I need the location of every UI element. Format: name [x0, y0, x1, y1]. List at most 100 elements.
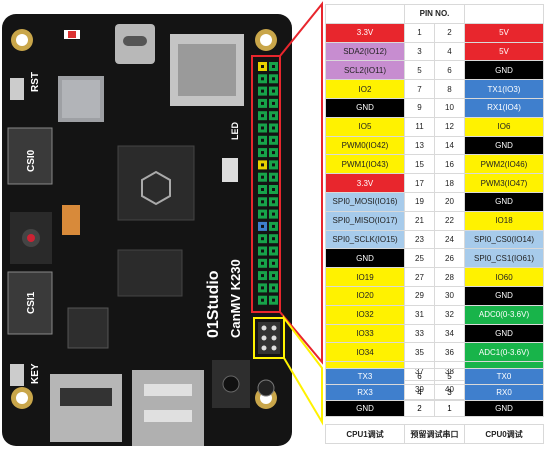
header-pin-hole — [261, 126, 264, 130]
pin-left-pin-number: 3 — [404, 41, 435, 62]
header-pin-hole — [272, 101, 275, 105]
label-rst: RST — [30, 72, 41, 92]
pin-right-pin-number: 6 — [434, 60, 465, 81]
pin-right-pin-number: 10 — [434, 97, 465, 118]
debug-right-function: TX0 — [464, 368, 544, 385]
pin-right-pin-number: 22 — [434, 210, 465, 231]
debug-left-pin-number: 6 — [404, 368, 435, 385]
pin-right-pin-number: 18 — [434, 173, 465, 193]
pin-right-pin-number: 28 — [434, 267, 465, 287]
pin-right-function: IO18 — [464, 210, 544, 231]
pin-right-pin-number: 20 — [434, 191, 465, 212]
header-pin-hole — [272, 224, 275, 228]
pin-left-function: SDA2(IO12) — [325, 41, 405, 62]
pin-left-pin-number: 35 — [404, 342, 435, 363]
header-pin-hole — [261, 89, 264, 93]
pin-right-function: PWM3(IO47) — [464, 173, 544, 193]
pin-left-function: IO2 — [325, 79, 405, 99]
debug-right-pin-number: 1 — [434, 400, 465, 417]
pin-left-pin-number: 23 — [404, 229, 435, 250]
debug-left-pin-number: 4 — [404, 384, 435, 401]
pin-left-function: SCL2(IO11) — [325, 60, 405, 81]
debug-left-function: RX3 — [325, 384, 405, 401]
header-pin-hole — [261, 274, 264, 278]
debug-left-function: TX3 — [325, 368, 405, 385]
header-pin-hole — [261, 175, 264, 179]
pin-right-pin-number: 2 — [434, 22, 465, 43]
reserved-serial-label: 预留调试串口 — [404, 424, 465, 444]
header-pin-hole — [272, 163, 275, 167]
label-key: KEY — [30, 363, 41, 384]
pin-right-function: SPI0_CS1(IO61) — [464, 248, 544, 269]
pin-right-function: ADC1(0-3.6V) — [464, 342, 544, 363]
pin-right-function: ADC0(0-3.6V) — [464, 304, 544, 325]
pin-left-pin-number: 17 — [404, 173, 435, 193]
pin-right-pin-number: 16 — [434, 154, 465, 175]
csi1-connector — [7, 271, 53, 335]
debug-right-pin-number: 5 — [434, 368, 465, 385]
header-pin-hole — [261, 101, 264, 105]
header-pin-hole — [261, 212, 264, 216]
header-pin-hole — [261, 77, 264, 81]
pin-left-function: IO32 — [325, 304, 405, 325]
hdmi-port — [50, 374, 122, 442]
header-pin-hole — [272, 274, 275, 278]
pin-right-pin-number: 36 — [434, 342, 465, 363]
header-pin-hole — [272, 89, 275, 93]
memory-chip — [117, 249, 183, 297]
header-pin-hole — [261, 65, 264, 68]
pin-left-pin-number: 21 — [404, 210, 435, 231]
pin-right-function: GND — [464, 191, 544, 212]
debug-callout — [283, 315, 323, 426]
debug-left-pin-number: 2 — [404, 400, 435, 417]
header-pin-hole — [272, 298, 275, 302]
pin-left-function: 3.3V — [325, 22, 405, 43]
pin-right-pin-number: 8 — [434, 79, 465, 99]
pin-right-function: IO6 — [464, 116, 544, 137]
debug-left-function: GND — [325, 400, 405, 417]
header-pin-hole — [261, 298, 264, 302]
pin-left-pin-number: 11 — [404, 116, 435, 137]
pin-left-function: 3.3V — [325, 173, 405, 193]
gpio-header — [258, 62, 278, 305]
header-pin-hole — [272, 77, 275, 81]
pin-right-function: 5V — [464, 22, 544, 43]
header-pin-hole — [261, 151, 264, 155]
pin-left-function: IO34 — [325, 342, 405, 363]
pin-left-pin-number: 13 — [404, 135, 435, 156]
pin-right-function: 5V — [464, 41, 544, 62]
pin-right-function: RX1(IO4) — [464, 97, 544, 118]
header-pin-hole — [272, 114, 275, 118]
header-pin-hole — [272, 249, 275, 253]
pin-right-function: GND — [464, 285, 544, 306]
pin-left-pin-number: 29 — [404, 285, 435, 306]
pin-left-function: GND — [325, 97, 405, 118]
pin-table-header: PIN NO. — [325, 4, 544, 24]
header-pin-hole — [272, 65, 275, 68]
pin-left-function: IO33 — [325, 323, 405, 344]
header-pin-hole — [272, 237, 275, 241]
pin-right-function: PWM2(IO46) — [464, 154, 544, 175]
pin-left-pin-number: 19 — [404, 191, 435, 212]
reset-button — [10, 78, 24, 100]
pin-right-function: GND — [464, 135, 544, 156]
pin-right-pin-number: 34 — [434, 323, 465, 344]
pin-callout — [279, 1, 323, 365]
pin-left-pin-number: 27 — [404, 267, 435, 287]
header-pin-hole — [261, 114, 264, 118]
header-pin-hole — [272, 126, 275, 130]
